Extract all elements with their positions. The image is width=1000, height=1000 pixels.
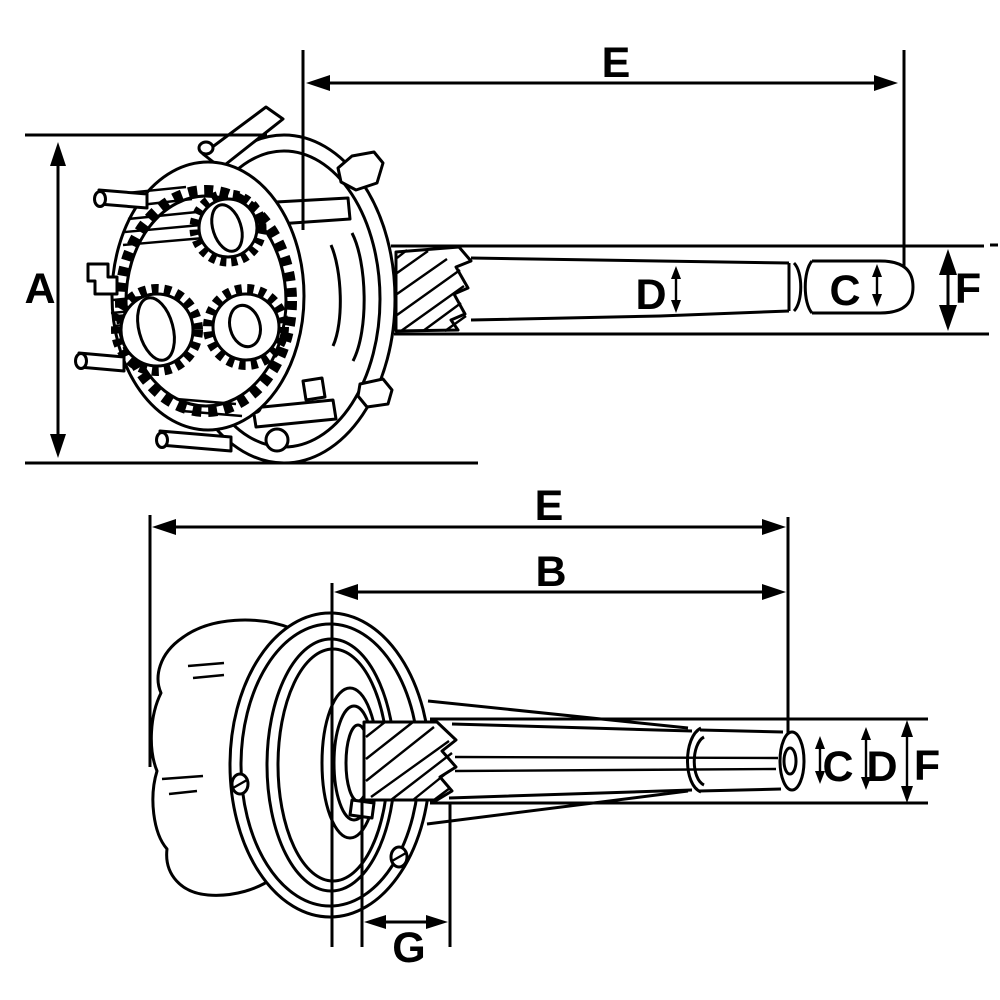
dim-label-d-bottom: D: [866, 743, 897, 791]
housing-bottom-lug: [356, 377, 394, 409]
dim-E-arrowhead-left: [306, 75, 330, 91]
dim-A-arrowhead-down: [50, 434, 66, 458]
planet-gear-lower-right: [203, 284, 289, 370]
shaft-center-hole: [782, 746, 798, 776]
pin-end-cap: [74, 352, 88, 370]
dim-label-f-bottom: F: [914, 742, 940, 790]
dim-label-a-top: A: [24, 265, 55, 313]
pin-end-cap: [93, 190, 107, 208]
dim-label-f-top: F: [955, 265, 981, 313]
spline-hatching: [365, 721, 453, 801]
shaft-bore-lines: [454, 755, 779, 773]
output-shaft-bottom: [448, 722, 806, 800]
dim-label-g-bottom: G: [392, 924, 425, 972]
pin-end-cap: [155, 431, 169, 449]
mount-bracket: [86, 262, 119, 296]
dim-label-e-top: E: [602, 39, 631, 87]
housing-hatch-marks: [161, 661, 225, 796]
shaft-silhouette-lines: [426, 699, 689, 826]
dim-E-arrowhead-right: [874, 75, 898, 91]
planet-bore: [228, 303, 262, 349]
dim-label-d-top: D: [635, 271, 666, 319]
dim-E-extension-lines: [148, 515, 790, 767]
thrust-washer: [686, 726, 705, 794]
carrier-block: [301, 376, 327, 402]
strap-pin-large: [264, 427, 290, 453]
shaft-reference-lines: [391, 243, 998, 336]
dimensions-bottom: E B C D F G: [148, 482, 940, 972]
dimensions-top: A E D C F: [24, 39, 981, 465]
dim-A-arrowhead-up: [50, 142, 66, 166]
housing-face-panel: [350, 232, 366, 362]
pinion-spline: [362, 720, 458, 802]
dim-G-extension-lines: [360, 800, 452, 947]
shaft-tube: [698, 728, 784, 793]
dim-E-extension-lines: [301, 50, 906, 268]
carrier-strap-bottom: [251, 398, 338, 429]
shaft-body: [448, 722, 693, 800]
top-view: A E D C F: [24, 39, 998, 465]
planet-bore: [136, 296, 176, 362]
planet-gear-top: [189, 189, 267, 267]
shaft-body: [470, 256, 790, 322]
strap-pivot: [197, 140, 215, 156]
gear-train: [110, 160, 306, 432]
dim-A-extension-lines: [25, 133, 478, 465]
shaft-end-section: [812, 259, 915, 315]
output-shaft-top: [391, 243, 998, 336]
shaft-groove: [787, 259, 814, 315]
dim-label-b-bottom: B: [535, 548, 566, 596]
dim-label-c-top: C: [829, 267, 860, 315]
housing-face-panel-inner: [329, 244, 342, 347]
housing-top-lug: [336, 150, 385, 192]
planet-bore: [210, 203, 244, 253]
carrier-pins: [74, 188, 233, 453]
planet-gear-lower-left: [111, 284, 203, 376]
spline-hatching: [396, 249, 467, 332]
dim-label-c-bottom: C: [822, 743, 853, 791]
dim-label-e-bottom: E: [535, 482, 564, 530]
ring-gear-teeth: [115, 185, 297, 417]
shaft-reference-lines-bottom: [430, 717, 928, 805]
bottom-view: E B C D F G: [148, 482, 940, 972]
